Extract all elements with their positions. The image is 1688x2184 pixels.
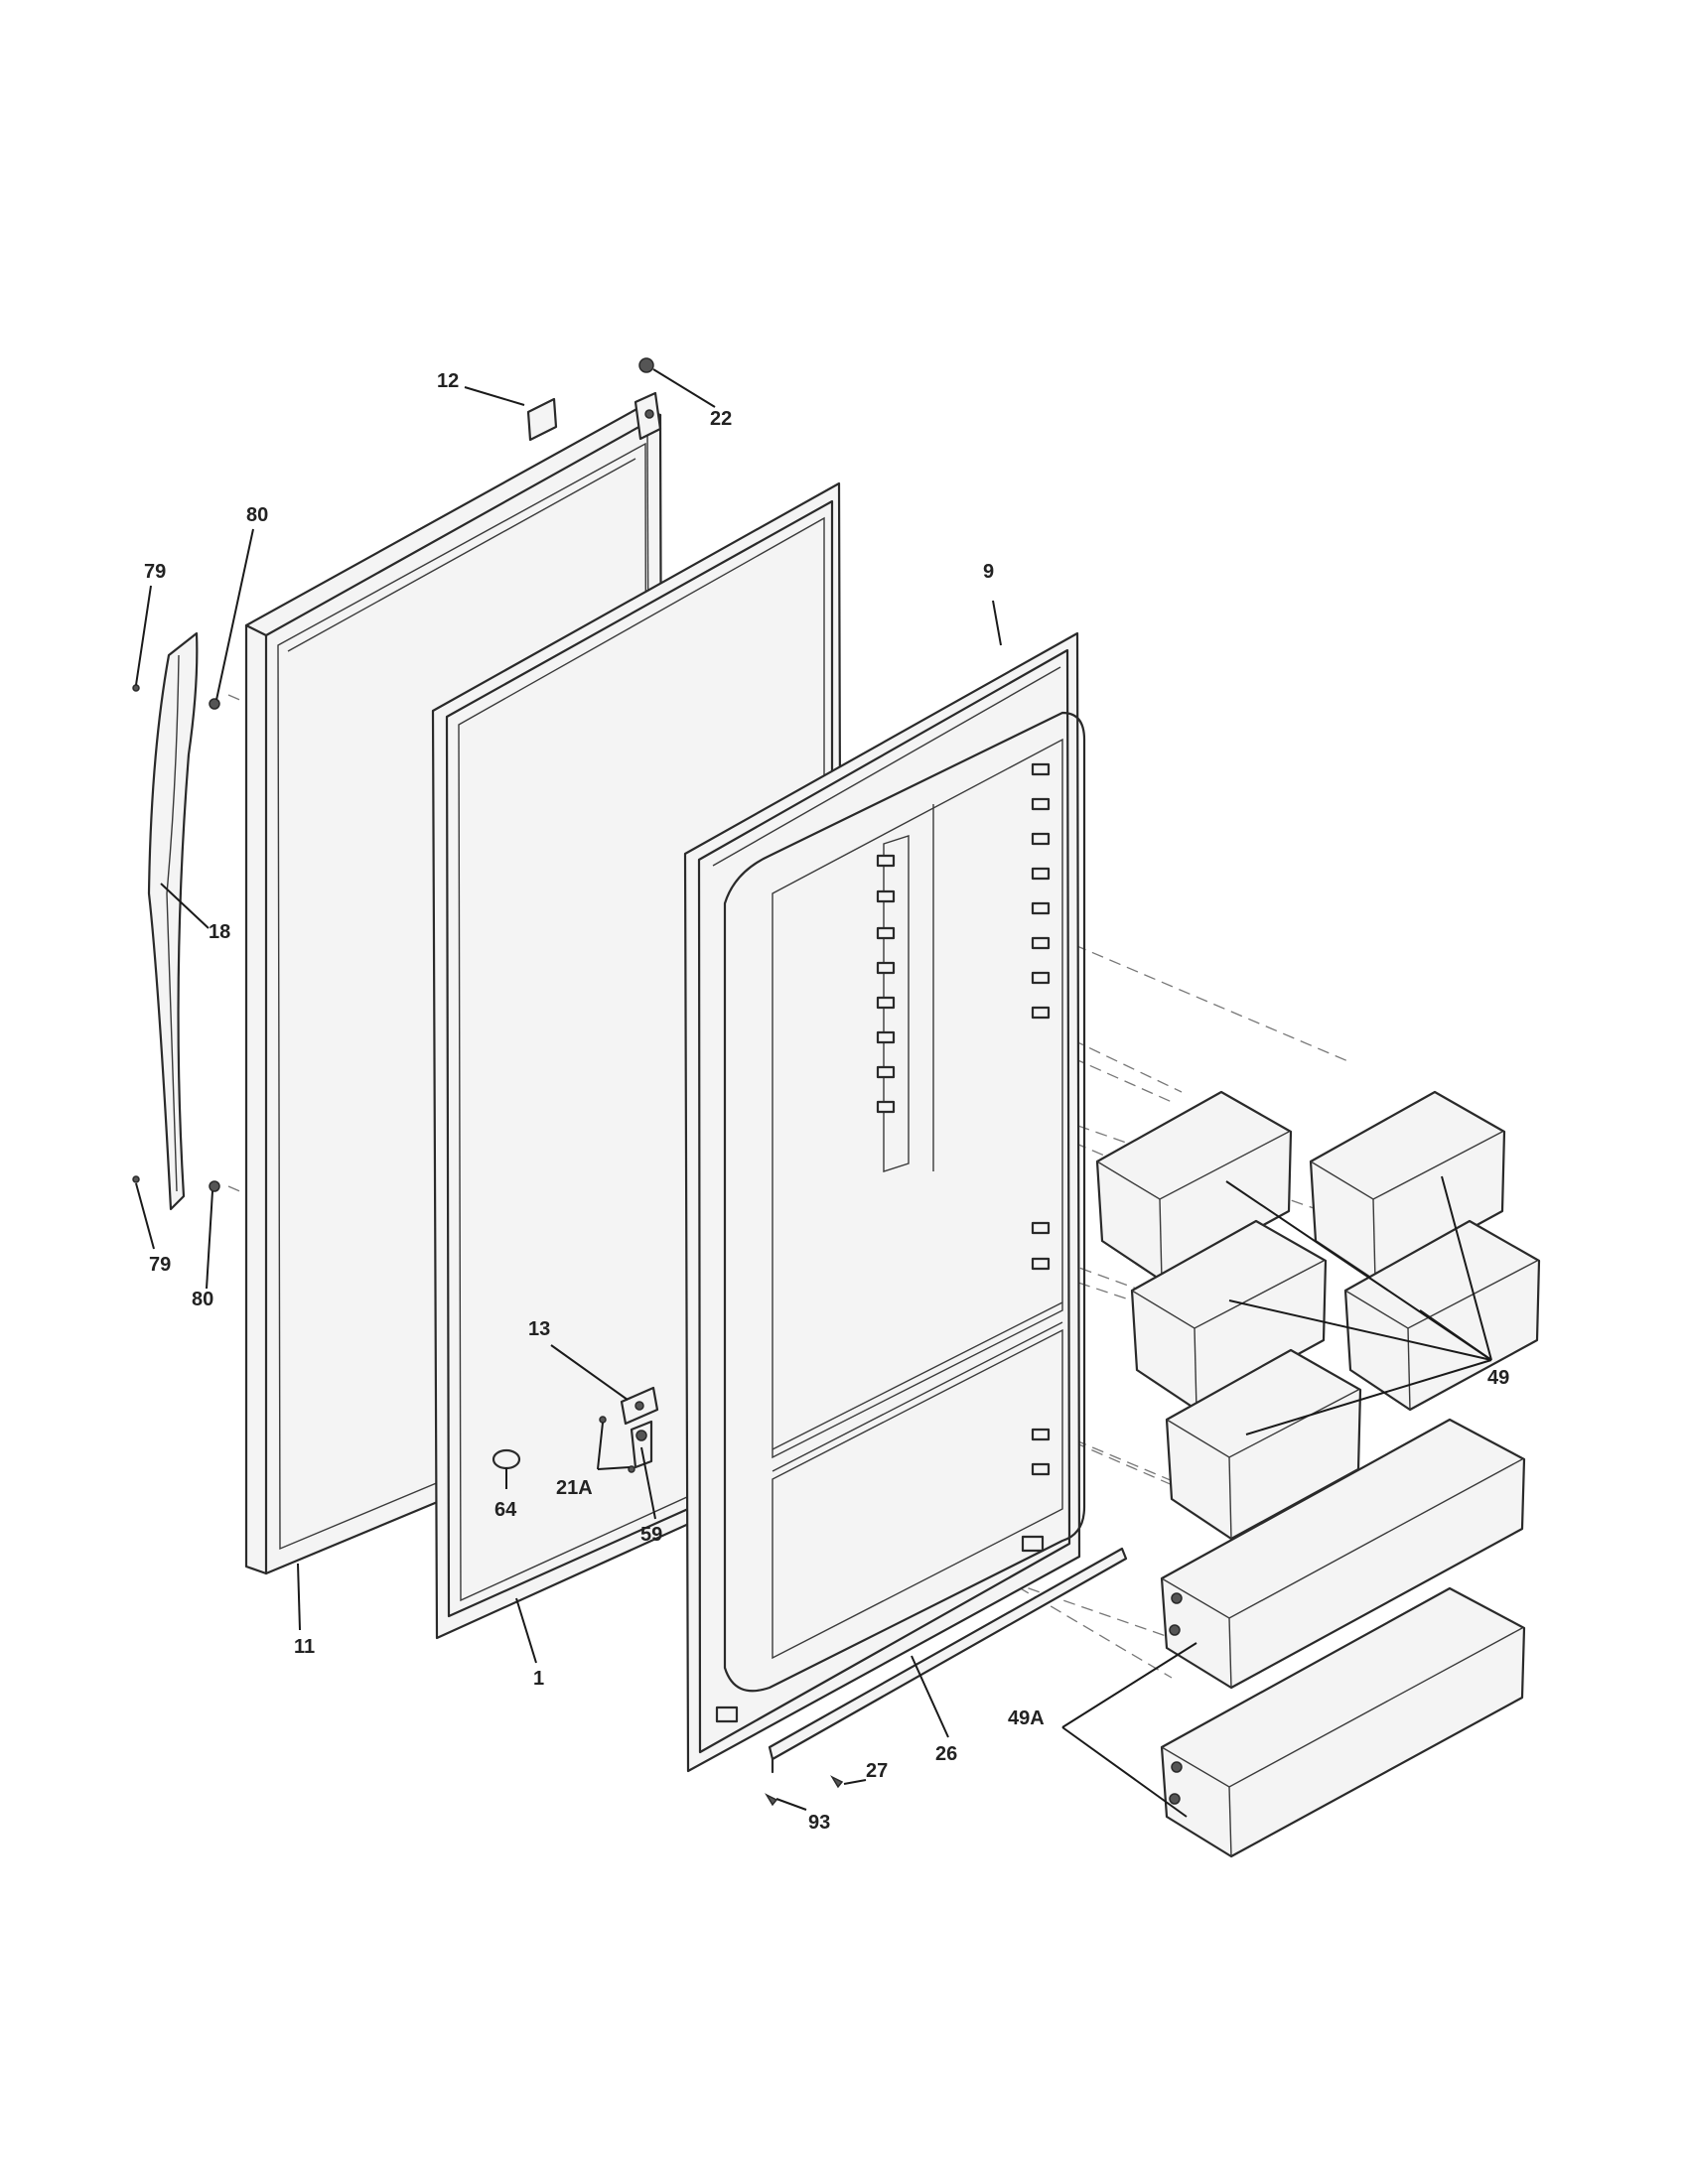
callout-18: 18 (209, 921, 230, 943)
callout-49: 49 (1487, 1367, 1509, 1389)
callout-9: 9 (983, 561, 994, 583)
callout-21a: 21A (556, 1477, 593, 1499)
top-hinge (633, 357, 662, 441)
callout-11: 11 (294, 1636, 315, 1658)
bottom-trim-strip (768, 1547, 1128, 1774)
bottom-hinge-bracket (620, 1386, 659, 1469)
callout-80-top: 80 (246, 504, 268, 526)
callout-93: 93 (808, 1812, 830, 1834)
callout-1: 1 (533, 1668, 544, 1690)
long-shelf-lower (1160, 1586, 1526, 1858)
callout-59: 59 (640, 1524, 662, 1546)
callout-12: 12 (437, 370, 459, 392)
callout-labels: 12 22 80 79 9 18 79 80 13 21A 64 59 11 1… (144, 370, 1509, 1834)
leader-lines (135, 368, 1492, 1818)
callout-26: 26 (935, 1743, 957, 1765)
door-handle (147, 631, 199, 1211)
hinge-screws (599, 1416, 635, 1473)
door-bin-4 (1343, 1219, 1541, 1412)
long-door-shelves (1160, 1418, 1526, 1858)
callout-49a: 49A (1008, 1707, 1045, 1729)
bottom-screws (765, 1775, 844, 1807)
callout-22: 22 (710, 408, 732, 430)
callout-13: 13 (528, 1318, 550, 1340)
callout-80-bottom: 80 (192, 1289, 213, 1310)
door-liner (683, 631, 1086, 1773)
label-plate (526, 397, 558, 442)
callout-27: 27 (866, 1760, 888, 1782)
long-shelf-upper (1160, 1418, 1526, 1690)
callout-79-bottom: 79 (149, 1254, 171, 1276)
handle-fasteners (132, 684, 220, 1192)
door-bins (1095, 1090, 1541, 1541)
callout-64: 64 (494, 1499, 517, 1521)
hole-plug (492, 1448, 521, 1470)
callout-79-top: 79 (144, 561, 166, 583)
liner-retainer-tabs (715, 762, 1051, 1723)
